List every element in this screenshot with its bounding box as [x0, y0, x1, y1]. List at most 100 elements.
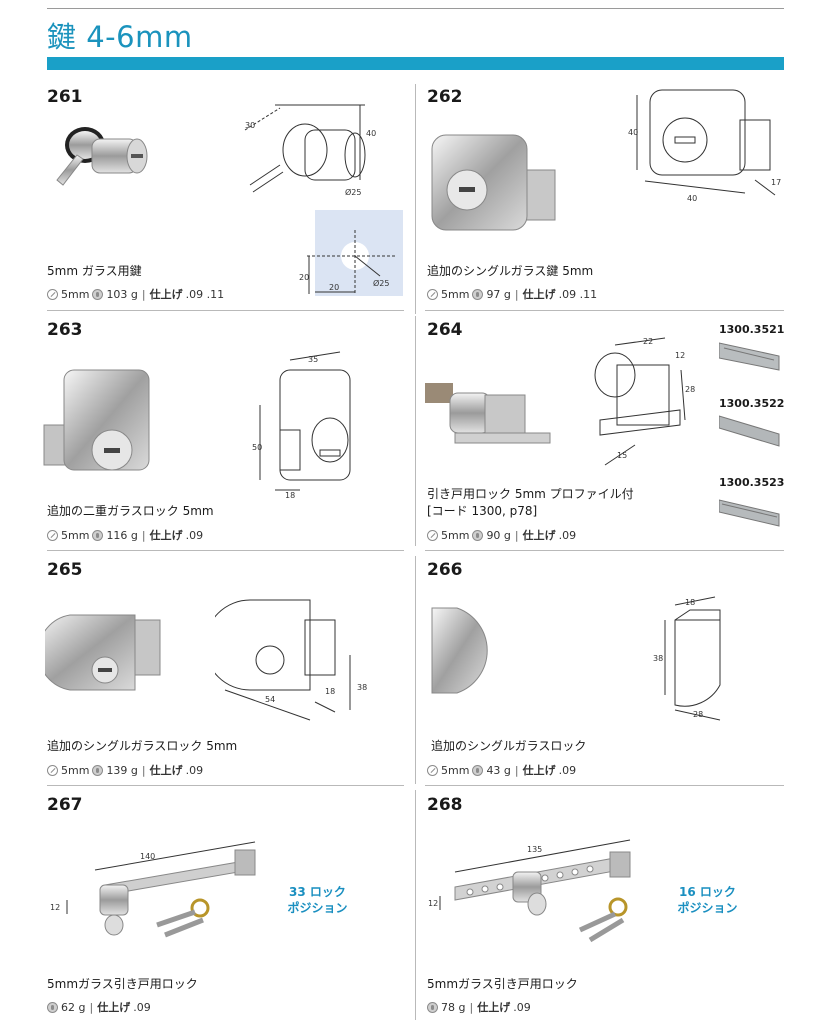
- product-photo-261: [56, 127, 148, 186]
- svg-text:40: 40: [366, 129, 376, 138]
- product-description: 5mm ガラス用鍵: [47, 264, 142, 278]
- weight: 78 g: [441, 1000, 466, 1014]
- product-specs: 78 g | 仕上げ .09: [427, 999, 531, 1015]
- product-description: 追加のシングルガラスロック: [431, 739, 587, 753]
- finish-codes: .09: [185, 528, 204, 542]
- profile-code: 1300.3521: [719, 323, 785, 336]
- weight-icon: [427, 1001, 438, 1013]
- dimension-drawing-266: 18 38 28: [653, 596, 721, 721]
- finish-label: 仕上げ: [149, 288, 183, 301]
- svg-text:50: 50: [252, 443, 262, 452]
- cutout-drawing-261: 20 20 Ø25: [299, 210, 403, 296]
- profile-image: [719, 499, 780, 527]
- glass-thickness: 5mm: [61, 287, 90, 301]
- weight-icon: [472, 764, 484, 776]
- finish-codes: .09: [513, 1000, 531, 1014]
- svg-text:38: 38: [653, 654, 663, 663]
- product-photo-266: [431, 607, 488, 694]
- weight-icon: [472, 529, 484, 541]
- lock-positions-label: ポジション: [287, 901, 348, 915]
- glass-thickness: 5mm: [61, 763, 90, 777]
- svg-text:54: 54: [265, 695, 275, 704]
- product-number: 262: [427, 87, 463, 107]
- product-description: 追加の二重ガラスロック 5mm: [47, 504, 214, 518]
- product-specs: 5mm 139 g | 仕上げ .09: [47, 762, 203, 778]
- divider: [425, 310, 784, 311]
- weight: 97 g: [486, 287, 511, 301]
- svg-text:Ø25: Ø25: [373, 278, 389, 288]
- divider: [415, 84, 416, 314]
- svg-text:15: 15: [617, 451, 627, 460]
- weight: 90 g: [486, 528, 511, 542]
- product-specs: 5mm 103 g | 仕上げ .09 .11: [47, 286, 224, 302]
- glass-thickness: 5mm: [441, 287, 470, 301]
- product-number: 265: [47, 560, 83, 580]
- svg-text:18: 18: [325, 687, 335, 696]
- finish-codes: .09: [185, 763, 204, 777]
- product-number: 264: [427, 320, 463, 340]
- svg-text:28: 28: [693, 710, 703, 719]
- profile-code: 1300.3523: [719, 476, 785, 489]
- svg-text:38: 38: [357, 683, 367, 692]
- svg-text:18: 18: [285, 491, 295, 500]
- svg-text:35: 35: [308, 355, 318, 364]
- weight: 62 g: [61, 1000, 86, 1014]
- svg-text:12: 12: [50, 903, 60, 912]
- product-description: 引き戸用ロック 5mm プロファイル付: [427, 487, 634, 501]
- product-number: 267: [47, 795, 83, 815]
- glass-thickness-icon: [47, 529, 58, 541]
- finish-label: 仕上げ: [149, 764, 183, 777]
- product-specs: 5mm 116 g | 仕上げ .09: [47, 527, 203, 543]
- glass-thickness: 5mm: [441, 763, 470, 777]
- product-description: 追加のシングルガラス鍵 5mm: [427, 264, 594, 278]
- weight: 116 g: [106, 528, 138, 542]
- glass-thickness-icon: [427, 764, 438, 776]
- profile-code: 1300.3522: [719, 397, 785, 410]
- product-specs: 5mm 97 g | 仕上げ .09 .11: [427, 286, 597, 302]
- profile-image: [719, 415, 780, 447]
- divider: [47, 550, 404, 551]
- product-description: 5mmガラス引き戸用ロック: [47, 977, 198, 991]
- product-number: 268: [427, 795, 463, 815]
- weight: 43 g: [486, 763, 511, 777]
- title-bar: [47, 57, 784, 70]
- product-photo-264: [425, 383, 551, 444]
- weight-icon: [92, 288, 104, 300]
- product-specs: 62 g | 仕上げ .09: [47, 999, 151, 1015]
- lock-positions-label: ポジション: [677, 901, 738, 915]
- svg-text:Ø25: Ø25: [345, 187, 361, 197]
- lock-positions-count: 16 ロック: [679, 885, 736, 899]
- svg-text:18: 18: [685, 598, 695, 607]
- glass-thickness: 5mm: [441, 528, 470, 542]
- profile-image: [719, 342, 780, 371]
- svg-text:40: 40: [628, 128, 638, 137]
- product-number: 261: [47, 87, 83, 107]
- divider: [425, 550, 784, 551]
- finish-label: 仕上げ: [522, 764, 556, 777]
- finish-label: 仕上げ: [97, 1001, 131, 1014]
- divider: [415, 556, 416, 784]
- finish-label: 仕上げ: [149, 529, 183, 542]
- glass-thickness-icon: [47, 288, 58, 300]
- product-specs: 5mm 43 g | 仕上げ .09: [427, 762, 576, 778]
- finish-label: 仕上げ: [522, 529, 556, 542]
- weight-icon: [92, 764, 104, 776]
- product-photo-263: [43, 369, 150, 471]
- weight-icon: [472, 288, 484, 300]
- dimension-drawing-267: 12 140: [50, 841, 256, 938]
- lock-positions: 16 ロック ポジション: [670, 884, 745, 916]
- finish-codes: .09 .11: [185, 287, 225, 301]
- svg-text:20: 20: [299, 273, 309, 282]
- dimension-drawing-264: 22 12 28 15: [594, 337, 695, 466]
- dimension-drawing-261: 30 40 Ø25: [244, 104, 376, 197]
- glass-thickness-icon: [427, 529, 438, 541]
- svg-text:135: 135: [527, 845, 542, 854]
- divider: [47, 310, 404, 311]
- divider: [415, 316, 416, 546]
- product-description: 追加のシングルガラスロック 5mm: [47, 739, 238, 753]
- svg-text:17: 17: [771, 178, 781, 187]
- weight-icon: [92, 529, 104, 541]
- product-number: 266: [427, 560, 463, 580]
- divider: [425, 785, 784, 786]
- svg-text:30: 30: [245, 121, 255, 130]
